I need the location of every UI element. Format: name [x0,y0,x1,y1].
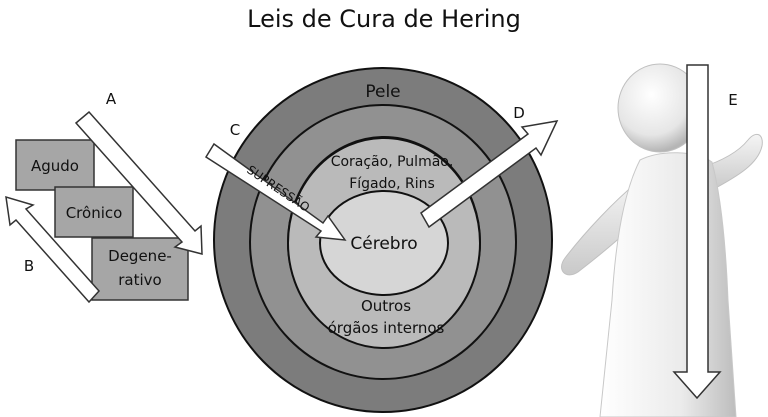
label-c: C [230,121,240,139]
arrow-e [672,64,722,400]
box-degenerativo-label-2: rativo [118,271,161,289]
label-others-1: Outros [361,297,411,315]
box-cronico [54,186,134,238]
person-figure [561,63,763,417]
arrow-b [5,195,101,304]
box-agudo [15,139,95,191]
label-pele: Pele [365,82,400,102]
label-a: A [106,90,117,108]
arrow-a [74,110,203,255]
box-degenerativo-label-1: Degene- [108,247,172,265]
stage-boxes: Agudo Crônico Degene- rativo [15,139,189,301]
ring-center [319,190,449,296]
diagram-title: Leis de Cura de Hering [247,5,521,33]
label-d: D [513,104,525,122]
label-cerebro: Cérebro [350,234,417,254]
label-organs-2: Fígado, Rins [349,176,435,192]
label-b: B [24,257,34,275]
label-e: E [728,91,737,109]
concentric-rings [213,67,553,413]
label-organs-1: Coração, Pulmão, [331,154,454,170]
box-agudo-label: Agudo [31,157,79,175]
arrow-d [420,120,559,229]
arrow-c [204,142,347,241]
box-degenerativo [91,237,189,301]
box-cronico-label: Crônico [66,204,123,222]
label-others-2: órgãos internos [328,319,445,337]
